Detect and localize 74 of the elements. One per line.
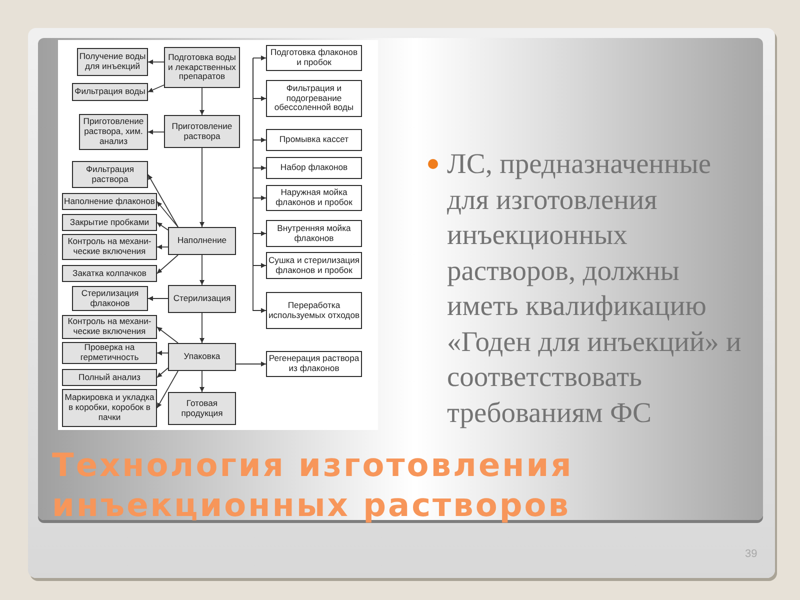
arrow	[156, 201, 178, 228]
step-label: Стерилизация	[173, 294, 231, 304]
process-box	[266, 185, 362, 211]
step-label: Приготовление раствора	[170, 122, 234, 142]
arrow	[156, 326, 178, 344]
process-box	[168, 227, 236, 255]
step-label: Контроль на механи- ческие включения	[66, 317, 152, 337]
arrow	[200, 88, 204, 116]
process-box	[72, 83, 148, 101]
process-box	[168, 392, 236, 425]
step-label: Переработка используемых отходов	[268, 300, 360, 320]
arrow	[148, 60, 164, 64]
process-box	[164, 115, 240, 148]
arrow	[200, 370, 204, 392]
process-box	[72, 161, 148, 188]
step-label: Сушка и стерилизация флаконов и пробок	[268, 256, 360, 276]
arrow	[236, 362, 266, 366]
process-box	[168, 285, 236, 313]
process-box	[266, 220, 362, 247]
process-box	[77, 48, 148, 76]
arrow	[148, 296, 168, 301]
process-box	[266, 157, 362, 179]
process-box	[72, 286, 148, 311]
process-box	[164, 47, 240, 88]
step-label: Промывка кассет	[279, 135, 349, 145]
process-box	[62, 193, 157, 210]
arrow	[156, 370, 178, 408]
step-label: Внутренняя мойка флаконов	[276, 224, 352, 244]
step-label: Фильтрация воды	[74, 87, 146, 97]
step-label: Фильтрация и подогревание обессоленной воды	[273, 84, 355, 114]
step-label: Стерилизация флаконов	[80, 288, 140, 308]
arrow	[252, 56, 266, 60]
arrow	[200, 312, 204, 344]
step-label: Наполнение	[177, 236, 227, 246]
step-label: Готовая продукция	[180, 398, 224, 418]
step-label: Фильтрация раствора	[84, 164, 136, 184]
process-box	[62, 342, 157, 364]
process-box	[62, 315, 157, 339]
bullet-text: ЛС, предназначенные для изготовления инъекционных растворов, должны иметь квалификацию «Годен для инъекций» и соответствовать требованиям ФС	[447, 148, 742, 430]
step-label: Набор флаконов	[280, 163, 348, 173]
arrow	[252, 58, 266, 313]
arrow	[200, 148, 204, 228]
process-box	[62, 369, 157, 386]
process-box	[62, 214, 157, 231]
arrow	[148, 84, 164, 92]
step-label: Закрытие пробками	[70, 218, 150, 228]
arrow	[200, 254, 204, 286]
process-box	[62, 265, 157, 282]
arrow	[148, 130, 164, 134]
step-label: Регенерация раствора из флаконов	[268, 354, 360, 374]
arrow	[156, 350, 168, 356]
step-label: Подготовка флаконов и пробок	[269, 48, 359, 68]
step-label: Маркировка и укладка в коробки, коробок в пачки	[64, 393, 155, 423]
step-label: Проверка на герметичность	[79, 343, 140, 363]
arrow	[156, 222, 168, 230]
step-label: Получение воды для инъекций	[79, 52, 146, 72]
process-box	[168, 343, 236, 371]
step-label: Наполнение флаконов	[64, 196, 155, 206]
step-label: Полный анализ	[78, 372, 140, 382]
step-label: Наружная мойка флаконов и пробок	[274, 188, 354, 208]
process-box	[266, 80, 362, 117]
arrow	[148, 174, 178, 228]
step-label: Подготовка воды и лекарственных препаратов	[167, 52, 237, 82]
arrow	[156, 368, 168, 378]
process-box	[266, 129, 362, 151]
step-label: Приготовление раствора, хим. анализ	[82, 117, 145, 147]
process-box	[62, 234, 157, 260]
step-label: Закатка колпачков	[72, 268, 146, 278]
slide-title: Технология изготовления инъекционных растворов	[52, 445, 574, 525]
step-label: Упаковка	[184, 352, 220, 362]
arrow	[156, 254, 178, 274]
arrow	[156, 244, 168, 250]
process-box	[266, 292, 362, 329]
step-label: Контроль на механи- ческие включения	[66, 237, 152, 257]
